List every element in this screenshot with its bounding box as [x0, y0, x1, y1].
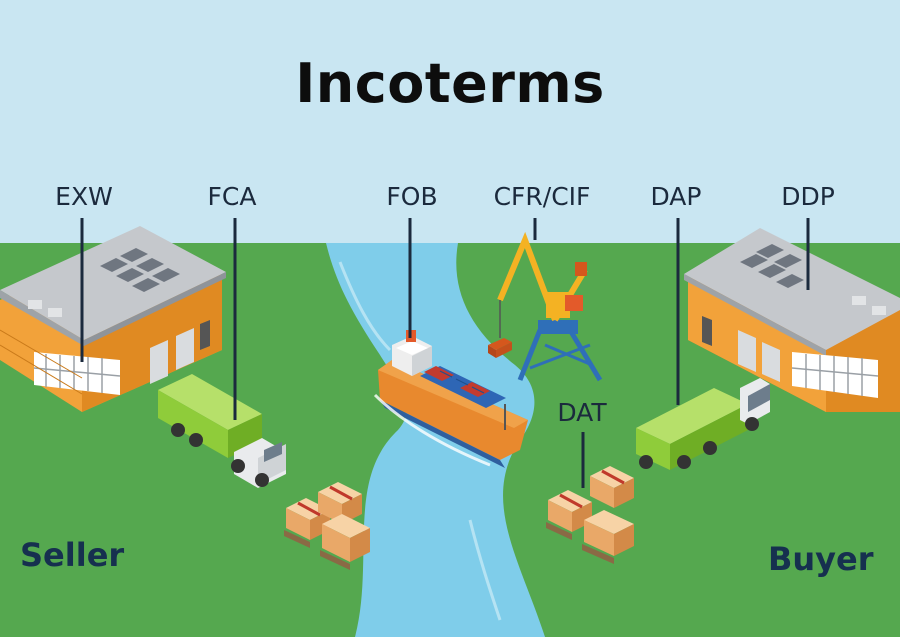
seller-cargo-boxes	[284, 482, 370, 570]
term-cfr-cif: CFR/CIF	[493, 182, 591, 211]
term-exw: EXW	[55, 182, 113, 211]
seller-label: Seller	[20, 536, 125, 574]
term-fob: FOB	[386, 182, 438, 211]
term-fca: FCA	[207, 182, 257, 211]
buyer-label: Buyer	[768, 540, 874, 578]
term-ddp: DDP	[781, 182, 835, 211]
term-dap: DAP	[650, 182, 702, 211]
seller-warehouse	[0, 226, 226, 412]
sky	[0, 0, 900, 245]
pointer-lines	[80, 218, 810, 488]
river-ripple	[468, 519, 502, 621]
river-ripple	[338, 261, 392, 352]
buyer-warehouse	[684, 228, 900, 412]
term-dat: DAT	[557, 398, 607, 427]
container-ship	[373, 330, 528, 468]
diagram-title: Incoterms	[295, 52, 605, 115]
port-crane	[488, 231, 603, 382]
terminal-cargo-boxes	[546, 466, 634, 564]
buyer-truck	[636, 378, 770, 470]
